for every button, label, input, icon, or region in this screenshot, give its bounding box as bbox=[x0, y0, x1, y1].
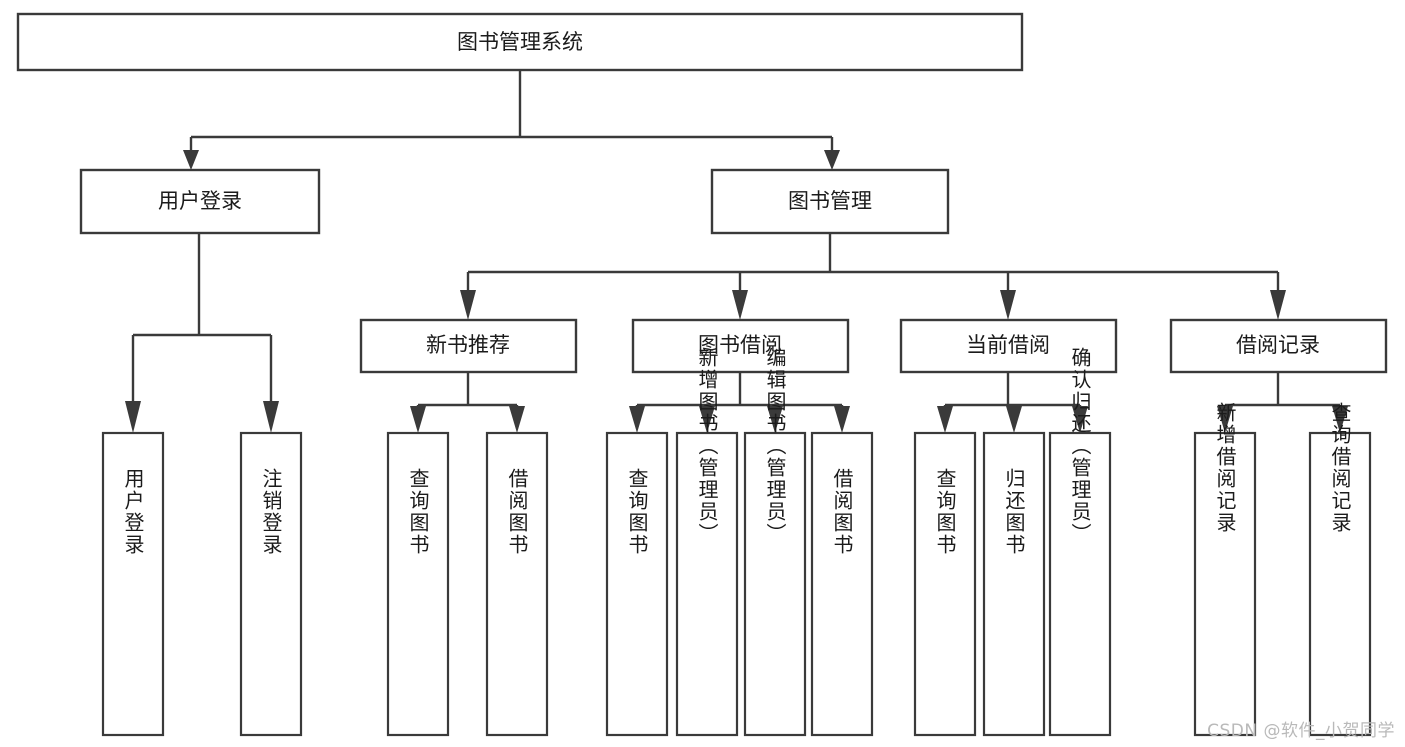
node-root-box[interactable] bbox=[16, 12, 1024, 72]
node-leaf-borrow-edit-box[interactable] bbox=[743, 431, 807, 737]
node-book-manage-box[interactable] bbox=[710, 168, 950, 235]
node-new-book-recommend[interactable]: 新书推荐 bbox=[359, 318, 578, 374]
node-leaf-record-add-box[interactable] bbox=[1193, 431, 1257, 737]
node-book-borrow-box[interactable] bbox=[631, 318, 850, 374]
node-borrow-record-label: 借阅记录 bbox=[1236, 333, 1320, 357]
arrowhead-leaf-user-login bbox=[125, 401, 141, 433]
node-current-borrow[interactable]: 当前借阅 bbox=[899, 318, 1118, 374]
node-leaf-borrow-query-label: 查询图书 bbox=[625, 468, 649, 556]
node-leaf-user-logout[interactable]: 注销登录 bbox=[239, 431, 303, 737]
node-root[interactable]: 图书管理系统 bbox=[16, 12, 1024, 72]
arrowhead-leaf-record-query bbox=[1332, 406, 1348, 433]
arrowhead-current-borrow bbox=[1000, 290, 1016, 320]
arrowhead-leaf-current-return bbox=[1006, 406, 1022, 433]
node-leaf-record-add[interactable]: 新增借阅记录 bbox=[1193, 402, 1257, 737]
node-leaf-borrow-edit-label: 编辑图书（管理员） bbox=[763, 347, 787, 545]
node-leaf-user-login[interactable]: 用户登录 bbox=[101, 431, 165, 737]
node-root-label: 图书管理系统 bbox=[457, 30, 583, 54]
node-user-login-box[interactable] bbox=[79, 168, 321, 235]
node-leaf-user-login-box[interactable] bbox=[101, 431, 165, 737]
arrowhead-leaf-recommend-borrow bbox=[509, 406, 525, 433]
node-current-borrow-label: 当前借阅 bbox=[966, 333, 1050, 357]
node-leaf-current-confirm[interactable]: 确认归还（管理员） bbox=[1048, 347, 1112, 737]
node-borrow-record[interactable]: 借阅记录 bbox=[1169, 318, 1388, 374]
connector-layer bbox=[125, 70, 1348, 433]
node-user-login-label: 用户登录 bbox=[158, 189, 242, 213]
arrowhead-book-manage bbox=[824, 150, 840, 170]
node-leaf-borrow-edit[interactable]: 编辑图书（管理员） bbox=[743, 347, 807, 737]
arrowhead-leaf-record-add bbox=[1217, 406, 1233, 433]
node-leaf-current-query-box[interactable] bbox=[913, 431, 977, 737]
node-leaf-borrow-query-box[interactable] bbox=[605, 431, 669, 737]
node-leaf-user-logout-box[interactable] bbox=[239, 431, 303, 737]
arrowhead-book-borrow bbox=[732, 290, 748, 320]
node-leaf-borrow-lend-label: 借阅图书 bbox=[830, 468, 854, 556]
arrowhead-leaf-current-query bbox=[937, 406, 953, 433]
node-book-borrow[interactable]: 图书借阅 bbox=[631, 318, 850, 374]
node-leaf-recommend-borrow-label: 借阅图书 bbox=[505, 468, 529, 556]
node-leaf-current-return-box[interactable] bbox=[982, 431, 1046, 737]
arrowhead-leaf-borrow-add bbox=[699, 406, 715, 433]
node-book-manage-label: 图书管理 bbox=[788, 189, 872, 213]
arrowhead-borrow-record bbox=[1270, 290, 1286, 320]
node-leaf-current-return[interactable]: 归还图书 bbox=[982, 431, 1046, 737]
node-new-book-recommend-box[interactable] bbox=[359, 318, 578, 374]
node-current-borrow-box[interactable] bbox=[899, 318, 1118, 374]
node-leaf-current-query-label: 查询图书 bbox=[933, 468, 957, 556]
node-leaf-recommend-query-box[interactable] bbox=[386, 431, 450, 737]
node-leaf-borrow-add-box[interactable] bbox=[675, 431, 739, 737]
node-leaf-current-query[interactable]: 查询图书 bbox=[913, 431, 977, 737]
node-book-borrow-label: 图书借阅 bbox=[698, 333, 782, 357]
node-user-login[interactable]: 用户登录 bbox=[79, 168, 321, 235]
arrowhead-new-book-recommend bbox=[460, 290, 476, 320]
arrowhead-leaf-recommend-query bbox=[410, 406, 426, 433]
node-leaf-recommend-query-label: 查询图书 bbox=[406, 468, 430, 556]
node-leaf-recommend-borrow[interactable]: 借阅图书 bbox=[485, 431, 549, 737]
arrowhead-leaf-current-confirm bbox=[1072, 406, 1088, 433]
node-leaf-record-query[interactable]: 查询借阅记录 bbox=[1308, 402, 1372, 737]
node-leaf-borrow-query[interactable]: 查询图书 bbox=[605, 431, 669, 737]
node-leaf-record-add-label: 新增借阅记录 bbox=[1213, 402, 1237, 534]
node-leaf-current-confirm-box[interactable] bbox=[1048, 431, 1112, 737]
arrowhead-user-login bbox=[183, 150, 199, 170]
node-leaf-borrow-add[interactable]: 新增图书（管理员） bbox=[675, 347, 739, 737]
node-leaf-current-confirm-label: 确认归还（管理员） bbox=[1068, 347, 1092, 545]
node-leaf-user-logout-label: 注销登录 bbox=[259, 468, 283, 556]
node-leaf-record-query-label: 查询借阅记录 bbox=[1328, 402, 1352, 534]
node-book-manage[interactable]: 图书管理 bbox=[710, 168, 950, 235]
node-leaf-record-query-box[interactable] bbox=[1308, 431, 1372, 737]
arrowhead-leaf-borrow-query bbox=[629, 406, 645, 433]
node-leaf-current-return-label: 归还图书 bbox=[1002, 468, 1026, 556]
arrowhead-leaf-user-logout bbox=[263, 401, 279, 433]
node-leaf-borrow-lend-box[interactable] bbox=[810, 431, 874, 737]
node-leaf-borrow-lend[interactable]: 借阅图书 bbox=[810, 431, 874, 737]
node-leaf-recommend-query[interactable]: 查询图书 bbox=[386, 431, 450, 737]
node-new-book-recommend-label: 新书推荐 bbox=[426, 333, 510, 357]
node-leaf-user-login-label: 用户登录 bbox=[121, 468, 145, 556]
node-leaf-borrow-add-label: 新增图书（管理员） bbox=[695, 347, 719, 545]
node-leaf-recommend-borrow-box[interactable] bbox=[485, 431, 549, 737]
node-borrow-record-box[interactable] bbox=[1169, 318, 1388, 374]
arrowhead-leaf-borrow-lend bbox=[834, 406, 850, 433]
arrowhead-leaf-borrow-edit bbox=[767, 406, 783, 433]
